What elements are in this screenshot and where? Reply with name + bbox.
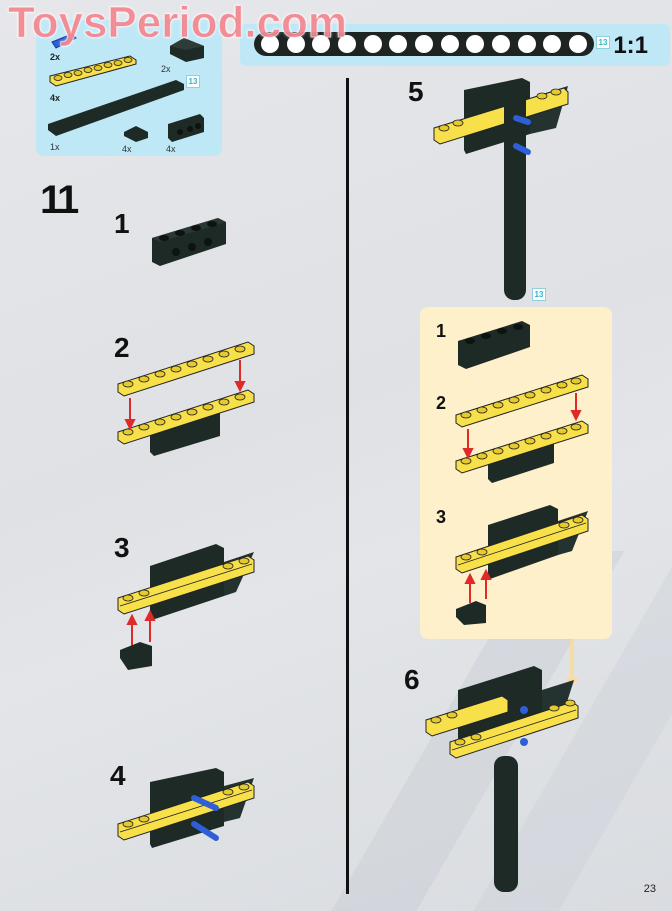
parts-list-box: 2x 2x 4x 13 1x 4x 4x — [36, 20, 222, 156]
callout-substep-number: 3 — [436, 507, 447, 527]
callout-plates — [455, 374, 589, 483]
part-qty: 2x — [50, 52, 61, 62]
part-qty: 2x — [161, 64, 171, 74]
part-qty: 4x — [166, 144, 176, 154]
part-qty: 4x — [50, 93, 61, 103]
part-qty: 4x — [122, 144, 132, 154]
step-number: 6 — [404, 664, 420, 695]
main-step-number: 11 — [40, 178, 79, 222]
callout-substep-number: 1 — [436, 321, 447, 341]
black-technic-brick-icon — [168, 114, 204, 142]
substep-number: 3 — [114, 532, 130, 563]
yellow-plate-icon — [49, 55, 137, 87]
black-technic-beam-icon — [48, 80, 184, 136]
ruler-box: 13 1:1 — [240, 24, 670, 66]
beam-length-badge: 13 — [532, 288, 546, 301]
black-brick-illustration — [152, 218, 226, 266]
blue-axle-pin-icon — [51, 33, 77, 49]
callout-slope-attach — [455, 505, 589, 625]
column-divider — [346, 78, 349, 894]
ruler-length-badge: 13 — [596, 36, 610, 49]
scale-label: 1:1 — [613, 32, 648, 59]
black-slope-icon — [170, 38, 204, 62]
callout-black-brick — [458, 321, 530, 369]
part-qty: 1x — [50, 142, 60, 152]
subassembly-callout: 1 2 3 — [420, 307, 612, 639]
step-number: 5 — [408, 76, 424, 107]
callout-substep-number: 2 — [436, 393, 447, 413]
beam-length-badge: 13 — [186, 75, 200, 88]
axle-pins-illustration — [117, 768, 255, 848]
beam-attach-illustration — [433, 78, 569, 300]
ruler-beam — [254, 32, 594, 56]
substep-number: 1 — [114, 208, 130, 239]
page-number: 23 — [643, 883, 656, 895]
slope-attach-illustration — [117, 544, 255, 670]
black-small-slope-icon — [124, 126, 148, 142]
final-assembly-illustration — [425, 666, 579, 892]
watermark: ToysPeriod.com — [7, 0, 348, 48]
plates-assembly-illustration — [117, 341, 255, 456]
substep-number: 2 — [114, 332, 130, 363]
substep-number: 4 — [110, 760, 126, 791]
